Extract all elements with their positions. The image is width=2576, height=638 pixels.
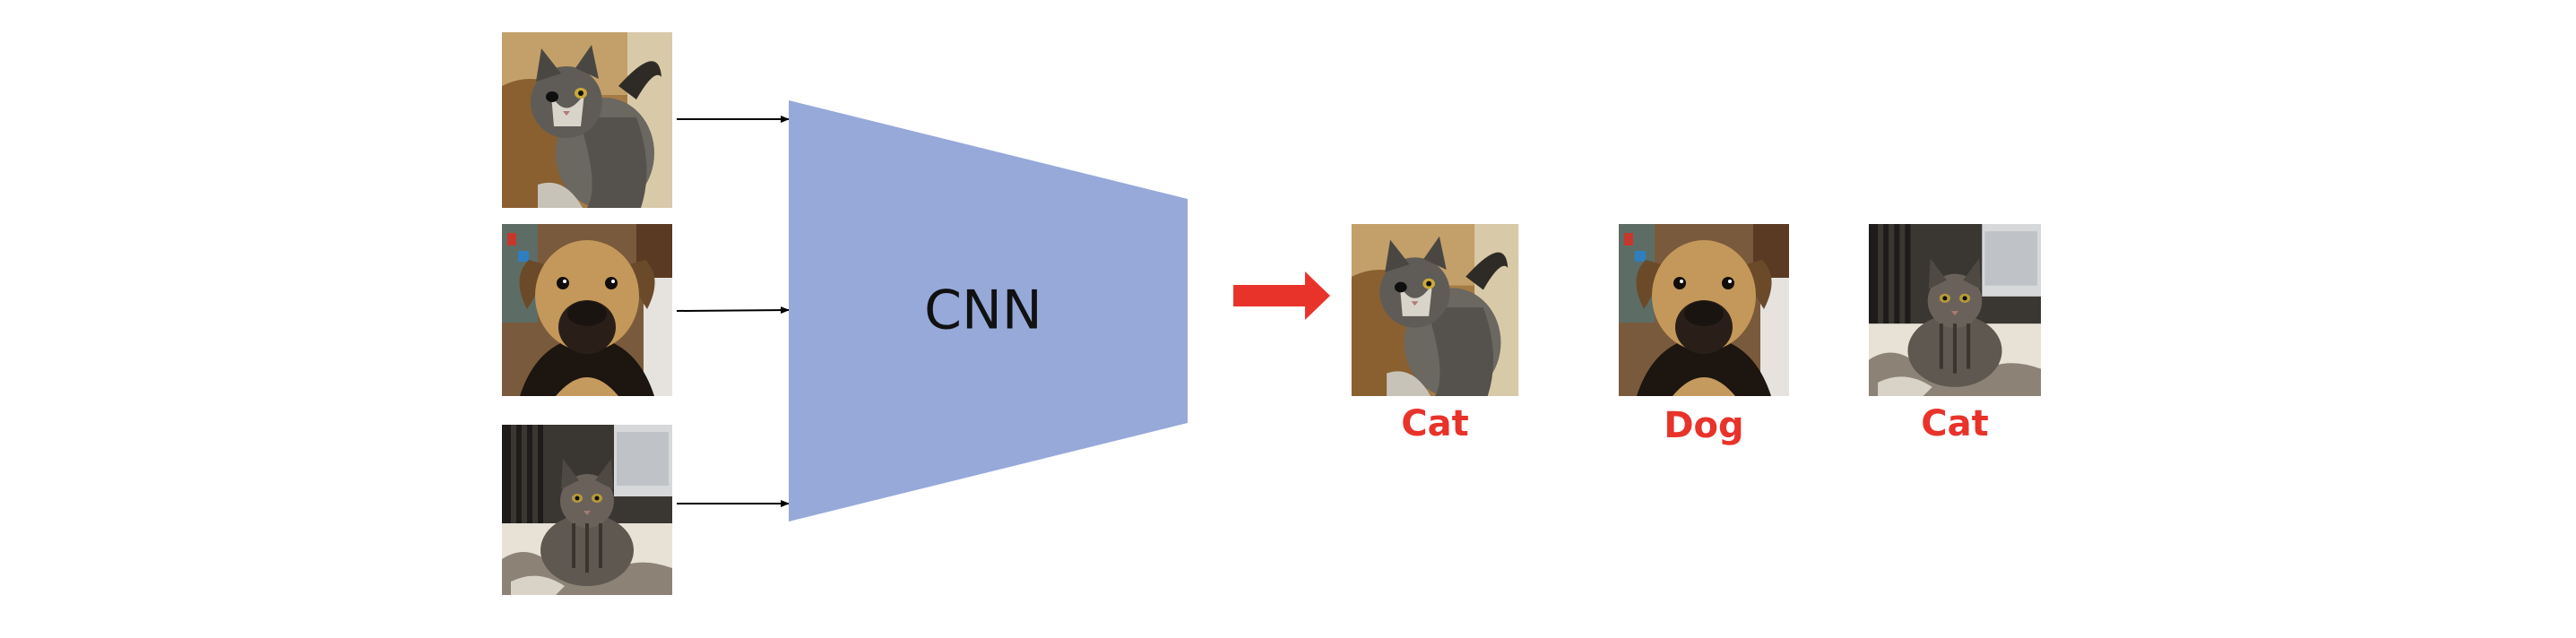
cnn-block: CNN (789, 100, 1188, 522)
cnn-label: CNN (924, 280, 1042, 342)
output-label-1: Cat (1401, 403, 1468, 444)
outputs: Cat Dog Cat (1352, 224, 2041, 446)
output-image-cat-1 (1352, 224, 1518, 397)
input-image-dog (502, 224, 672, 396)
input-image-cat-2 (502, 425, 672, 595)
output-label-2: Dog (1664, 405, 1743, 446)
output-image-dog (1619, 224, 1789, 396)
cnn-trapezoid (789, 100, 1188, 522)
output-label-3: Cat (1921, 403, 1988, 444)
input-arrow-2 (676, 306, 790, 315)
input-image-cat-1 (502, 32, 672, 209)
input-images (502, 32, 672, 595)
output-image-cat-2 (1869, 224, 2041, 396)
input-arrows (676, 116, 790, 507)
output-arrow (1233, 272, 1330, 320)
red-arrow-icon (1233, 272, 1330, 320)
